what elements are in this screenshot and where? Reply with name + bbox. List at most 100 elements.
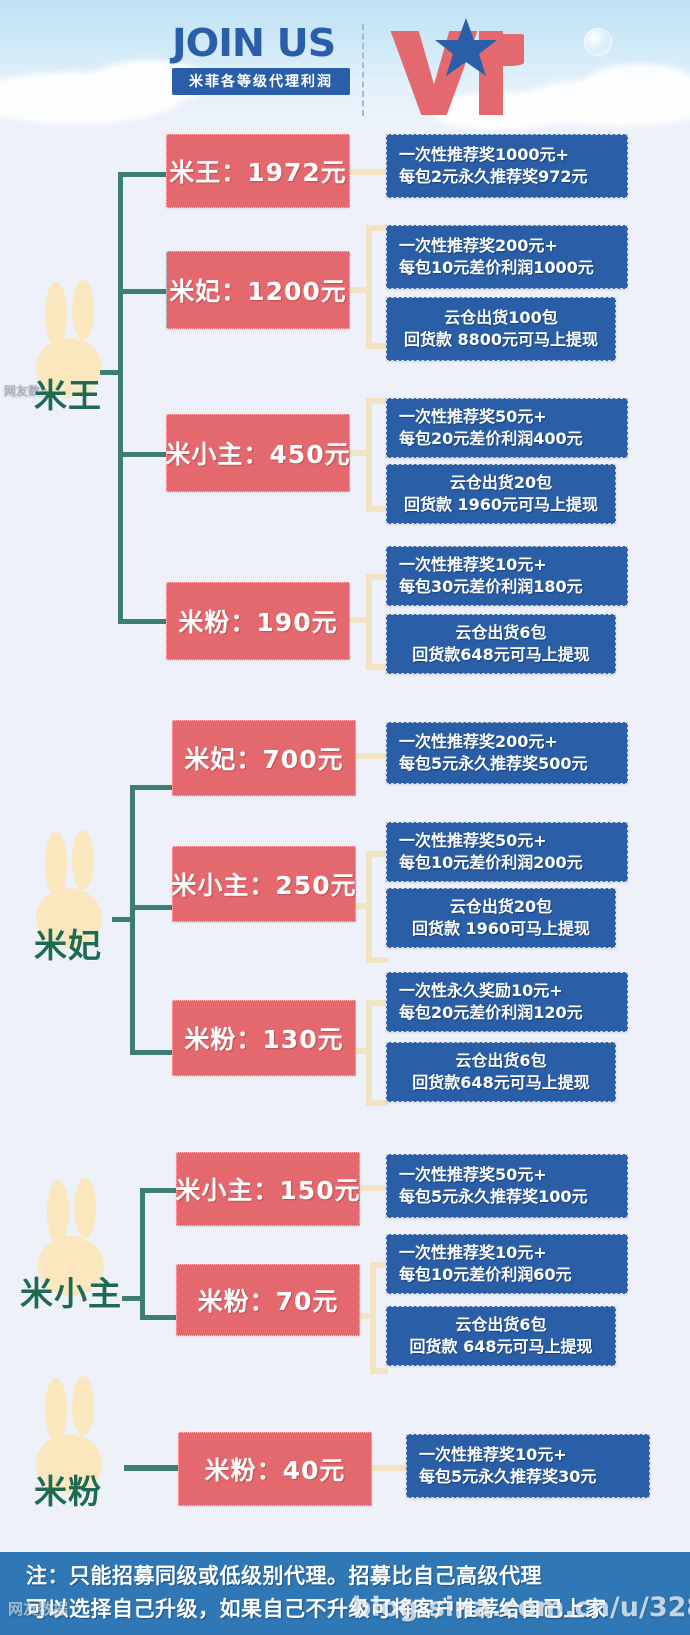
connector-detail	[348, 450, 370, 456]
detail-box[interactable]: 一次性推荐奖50元+ 每包5元永久推荐奖100元	[386, 1154, 628, 1218]
detail-box[interactable]: 云仓出货20包 回货款 1960可马上提现	[386, 888, 616, 948]
tier-box[interactable]: 米粉：70元	[176, 1264, 360, 1336]
detail-line: 回货款648元可马上提现	[412, 645, 590, 664]
detail-box[interactable]: 一次性推荐奖10元+ 每包5元永久推荐奖30元	[406, 1434, 650, 1498]
detail-line: 回货款 8800元可马上提现	[403, 330, 599, 349]
connector-detail	[366, 398, 372, 512]
root-label-mixiaozhu: 米小主	[6, 1178, 136, 1313]
tier-box[interactable]: 米小主：250元	[171, 846, 357, 922]
detail-box[interactable]: 云仓出货6包 回货款648元可马上提现	[386, 1042, 616, 1102]
connector-detail	[366, 506, 388, 512]
detail-box[interactable]: 一次性推荐奖50元+ 每包20元差价利润400元	[386, 398, 628, 458]
detail-box[interactable]: 云仓出货100包 回货款 8800元可马上提现	[386, 297, 616, 361]
connector-branch	[130, 785, 172, 790]
connector-detail	[348, 903, 370, 909]
connector-detail	[366, 1000, 372, 1106]
connector-trunk	[118, 172, 123, 624]
detail-line: 每包10元差价利润60元	[399, 1265, 572, 1284]
root-label-text: 米王	[34, 376, 102, 415]
connector-detail	[366, 851, 372, 963]
detail-line: 云仓出货6包	[455, 1315, 547, 1334]
connector-detail	[366, 574, 372, 670]
connector-stub	[112, 917, 135, 922]
tier-box[interactable]: 米妃：1200元	[166, 251, 350, 329]
connector-stub	[100, 370, 123, 375]
rabbit-icon	[36, 830, 102, 948]
vip-logo	[384, 16, 524, 120]
connector-branch	[118, 289, 166, 294]
tier-box[interactable]: 米妃：700元	[172, 720, 356, 796]
connector-branch	[140, 1188, 182, 1193]
tier-label: 米王：1972元	[169, 158, 347, 187]
detail-line: 云仓出货100包	[444, 308, 558, 327]
connector-detail	[348, 753, 386, 759]
connector-detail	[366, 574, 388, 580]
detail-line: 云仓出货6包	[455, 623, 547, 642]
detail-line: 一次性推荐奖50元+	[399, 831, 547, 850]
connector-detail	[348, 1048, 370, 1054]
tier-box[interactable]: 米粉：190元	[166, 582, 350, 660]
tier-label: 米妃：1200元	[169, 277, 347, 306]
connector-detail	[366, 398, 388, 404]
connector-detail	[366, 664, 388, 670]
connector-detail	[348, 287, 370, 293]
tier-box[interactable]: 米王：1972元	[166, 134, 350, 208]
detail-line: 云仓出货20包	[449, 473, 553, 492]
detail-line: 一次性推荐奖50元+	[399, 407, 547, 426]
root-label-text: 米粉	[34, 1472, 102, 1511]
tier-label: 米粉：130元	[184, 1025, 344, 1054]
cloud-icon	[585, 64, 690, 104]
connector-detail	[370, 1262, 388, 1268]
detail-line: 每包5元永久推荐奖500元	[399, 754, 588, 773]
detail-line: 一次性推荐奖200元+	[399, 236, 558, 255]
section-miwang: 米王 米王：1972元 一次性推荐奖1000元+ 每包2元永久推荐奖972元	[0, 0, 690, 690]
tier-label: 米小主：250元	[171, 871, 357, 900]
detail-box[interactable]: 云仓出货6包 回货款648元可马上提现	[386, 614, 616, 674]
connector-detail	[370, 1368, 388, 1374]
root-label-miwang: 米王	[14, 280, 122, 415]
connector-detail	[366, 225, 372, 349]
detail-box[interactable]: 一次性推荐奖50元+ 每包10元差价利润200元	[386, 822, 628, 882]
detail-box[interactable]: 云仓出货20包 回货款 1960元可马上提现	[386, 464, 616, 524]
detail-line: 每包20元差价利润120元	[399, 1003, 583, 1022]
detail-line: 一次性推荐奖50元+	[399, 1165, 547, 1184]
detail-box[interactable]: 云仓出货6包 回货款 648元可马上提现	[386, 1306, 616, 1366]
detail-line: 回货款 648元可马上提现	[409, 1337, 593, 1356]
detail-line: 每包5元永久推荐奖100元	[399, 1187, 588, 1206]
tier-label: 米小主：450元	[165, 440, 351, 469]
detail-line: 回货款 1960可马上提现	[411, 919, 591, 938]
detail-box[interactable]: 一次性永久奖励10元+ 每包20元差价利润120元	[386, 972, 628, 1032]
detail-box[interactable]: 一次性推荐奖10元+ 每包30元差价利润180元	[386, 546, 628, 606]
root-label-mifen: 米粉	[14, 1376, 122, 1511]
connector-detail	[348, 617, 370, 623]
connector-branch	[140, 1315, 182, 1320]
section-mifen: 米粉 米粉：40元 一次性推荐奖10元+ 每包5元永久推荐奖30元	[0, 0, 690, 1511]
header-logo: JOIN US 米菲各等级代理利润	[172, 18, 524, 122]
detail-line: 每包10元差价利润1000元	[399, 258, 594, 277]
connector-detail	[370, 1262, 376, 1374]
tier-label: 米妃：700元	[184, 745, 344, 774]
connector-detail	[352, 1185, 386, 1191]
connector-branch	[124, 1465, 182, 1471]
footer-note: 注：只能招募同级或低级别代理。招募比自己高级代理 可以选择自己升级，如果自己不升…	[0, 1552, 690, 1635]
detail-line: 每包20元差价利润400元	[399, 429, 583, 448]
connector-detail	[366, 225, 388, 231]
detail-box[interactable]: 一次性推荐奖10元+ 每包10元差价利润60元	[386, 1234, 628, 1294]
detail-line: 一次性推荐奖10元+	[399, 1243, 547, 1262]
connector-branch	[118, 172, 166, 177]
tier-box[interactable]: 米粉：130元	[172, 1000, 356, 1076]
tier-box[interactable]: 米小主：450元	[165, 414, 351, 492]
detail-box[interactable]: 一次性推荐奖200元+ 每包5元永久推荐奖500元	[386, 722, 628, 784]
tier-label: 米粉：40元	[204, 1456, 346, 1485]
detail-box[interactable]: 一次性推荐奖200元+ 每包10元差价利润1000元	[386, 225, 628, 289]
detail-box[interactable]: 一次性推荐奖1000元+ 每包2元永久推荐奖972元	[386, 134, 628, 198]
join-us-subtitle: 米菲各等级代理利润	[172, 68, 350, 95]
join-us-title: JOIN US	[172, 21, 336, 65]
detail-line: 回货款 1960元可马上提现	[403, 495, 599, 514]
connector-trunk	[140, 1188, 145, 1320]
tier-box[interactable]: 米小主：150元	[175, 1152, 360, 1226]
bubble-icon	[584, 28, 612, 56]
connector-detail	[366, 1100, 388, 1106]
connector-detail	[352, 1313, 374, 1319]
tier-box[interactable]: 米粉：40元	[178, 1432, 372, 1506]
